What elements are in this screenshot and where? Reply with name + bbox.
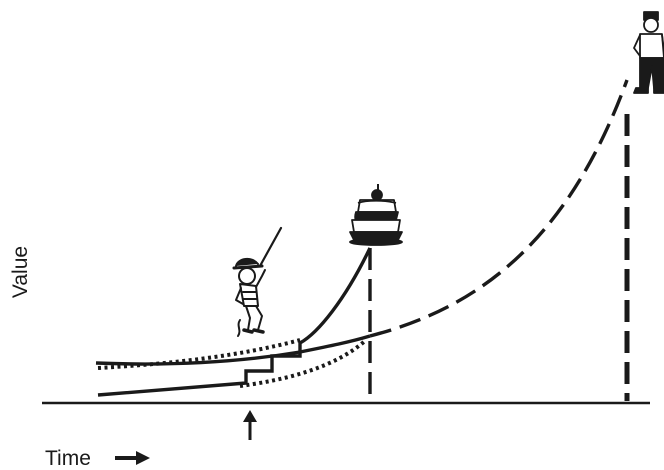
x-axis-label: Time (45, 447, 91, 470)
dotted-curve-lower (239, 338, 368, 388)
birthday-cake-icon (349, 184, 403, 246)
right-arrow-icon (115, 451, 150, 465)
up-arrow-icon (243, 410, 257, 440)
y-axis-label: Value (9, 246, 32, 298)
solid-curve-lower (97, 247, 372, 397)
dotted-curve-upper (97, 338, 301, 370)
dashed-exponential-curve (369, 79, 629, 338)
standing-man-icon (633, 11, 664, 94)
child-with-stick-icon (232, 226, 283, 337)
solid-curve-upper (95, 334, 371, 366)
